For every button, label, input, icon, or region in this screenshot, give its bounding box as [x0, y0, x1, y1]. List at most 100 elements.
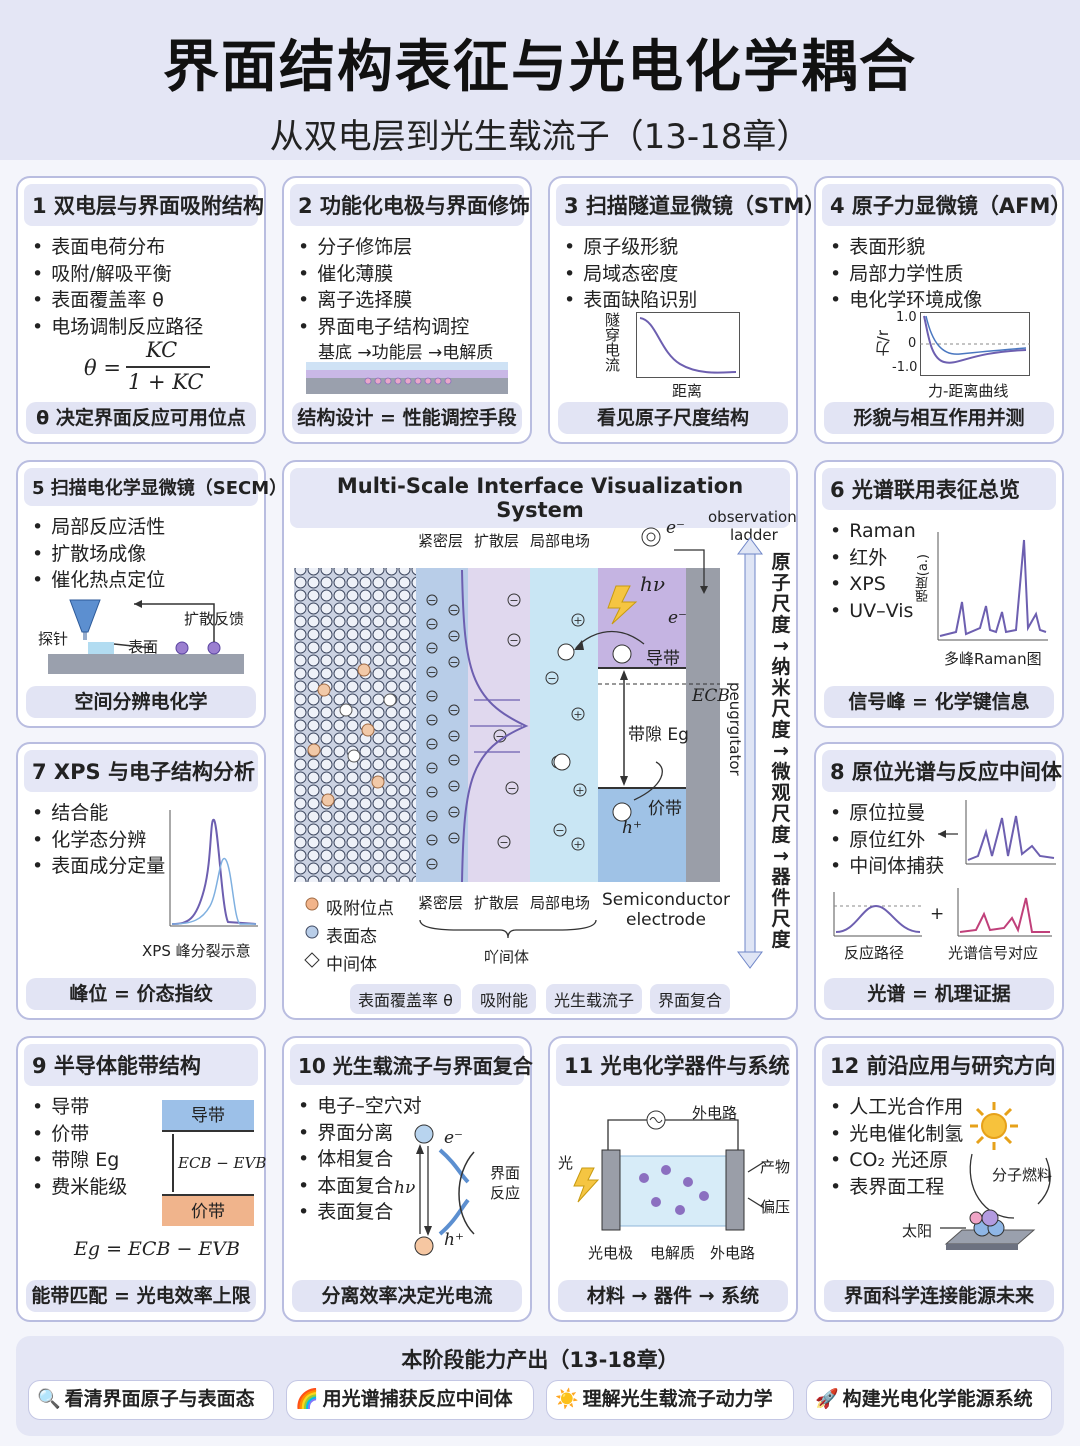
svg-text:−: − — [509, 634, 518, 647]
list-item: 人工光合作用 — [830, 1094, 1052, 1121]
catalyst-surface — [940, 1209, 1036, 1250]
fraction-bar — [126, 366, 210, 368]
list-item: 化学态分辨 — [32, 827, 254, 854]
card-title: 3 扫描隧道显微镜（STM） — [556, 184, 825, 226]
bullet-list: 分子修饰层 催化薄膜 离子选择膜 界面电子结构调控 — [284, 226, 530, 340]
list-item: 中间体捕获 — [830, 853, 1052, 880]
chip-photocarrier: 光生载流子 — [546, 984, 643, 1014]
card-secm: 5 扫描电化学显微镜（SECM） 局部反应活性 扩散场成像 催化热点定位 探针 … — [16, 460, 287, 728]
list-item: 导带 — [32, 1094, 254, 1121]
card-title: 12 前沿应用与研究方向 — [822, 1044, 1056, 1086]
ladder-label: ladder — [730, 526, 778, 544]
observation-label: observation — [708, 508, 797, 526]
card-footer: 界面科学连接能源未来 — [824, 1280, 1054, 1312]
list-item: 催化热点定位 — [32, 567, 254, 594]
card-title: 8 原位光谱与反应中间体 — [822, 750, 1062, 792]
list-item: 电化学环境成像 — [830, 287, 1052, 314]
list-item: 局部反应活性 — [32, 514, 254, 541]
card-spectroscopy: 6 光谱联用表征总览 Raman 红外 XPS UV–Vis 强度(a.) 多峰… — [814, 460, 1064, 728]
electrolyte-layer — [306, 362, 508, 370]
light-label: 光 — [558, 1154, 574, 1172]
bullet-list: 表面形貌 局部力学性质 电化学环境成像 — [816, 226, 1062, 314]
layer-label-field: 局部电场 — [530, 532, 591, 550]
circuit-label: 外电路 — [692, 1104, 738, 1122]
list-item: 红外 — [830, 545, 1052, 572]
card-title: 2 功能化电极与界面修饰 — [290, 184, 530, 226]
interface-reaction-line1: 界面 — [490, 1164, 521, 1182]
list-item: 表面复合 — [298, 1199, 520, 1226]
card-footer: θ 决定界面反应可用位点 — [26, 402, 256, 434]
summary-title: 本阶段能力产出（13-18章） — [401, 1348, 679, 1372]
list-item: 体相复合 — [298, 1146, 520, 1173]
reaction-path-label: 反应路径 — [844, 944, 905, 962]
svg-text:+: + — [573, 614, 582, 627]
valence-band-box: 价带 — [162, 1194, 254, 1226]
card-double-layer: 1 双电层与界面吸附结构 表面电荷分布 吸附/解吸平衡 表面覆盖率 θ 电场调制… — [16, 176, 266, 444]
molecule-dots — [364, 377, 452, 385]
valence-band-label: 价带 — [648, 799, 682, 819]
afm-force-curve — [920, 312, 1030, 376]
bottom-layer-field: 局部电场 — [530, 894, 591, 912]
svg-text:−: − — [507, 782, 516, 795]
card-footer: 形貌与相互作用并测 — [824, 402, 1054, 434]
capability-label: 构建光电化学能源系统 — [842, 1388, 1033, 1410]
card-title: 6 光谱联用表征总览 — [822, 468, 1056, 510]
svg-text:−: − — [547, 672, 556, 685]
card-xps: 7 XPS 与电子结构分析 结合能 化学态分辨 表面成分定量 XPS 峰分裂示意… — [16, 742, 266, 1020]
afm-caption: 力-距离曲线 — [928, 382, 1009, 400]
list-item: 表界面工程 — [830, 1174, 1052, 1201]
legend-adsorption: 吸附位点 — [326, 899, 394, 919]
svg-text:−: − — [449, 604, 458, 617]
cycle-arrows — [969, 1153, 1051, 1219]
layer-label-compact: 紧密层 — [418, 532, 464, 550]
card-afm: 4 原子力显微镜（AFM） 表面形貌 局部力学性质 电化学环境成像 力/r 1.… — [814, 176, 1071, 444]
list-item: 本面复合 — [298, 1173, 520, 1200]
secm-diagram — [48, 599, 244, 674]
bandgap-label: 带隙 Eg — [628, 725, 689, 745]
card-functional-electrode: 2 功能化电极与界面修饰 分子修饰层 催化薄膜 离子选择膜 界面电子结构调控 基… — [282, 176, 532, 444]
card-footer: 材料 → 器件 → 系统 — [558, 1280, 788, 1312]
afm-y-label: 力/r — [874, 330, 892, 357]
interface-reaction-line2: 反应 — [490, 1184, 521, 1202]
page-header: 界面结构表征与光电化学耦合 从双电层到光生载流子（13-18章） — [0, 0, 1080, 160]
stm-x-label: 距离 — [672, 382, 703, 400]
bottom-layer-compact: 紧密层 — [418, 894, 464, 912]
chip-recombination: 界面复合 — [650, 984, 731, 1014]
brace-label: 吖间体 — [484, 948, 530, 966]
list-item: CO₂ 光还原 — [830, 1147, 1052, 1174]
svg-text:−: − — [427, 618, 436, 631]
list-item: 扩散场成像 — [32, 541, 254, 568]
list-item: 光电催化制氢 — [830, 1121, 1052, 1148]
center-title: Multi-Scale Interface Visualization Syst… — [290, 468, 790, 528]
electrode-label: electrode — [626, 910, 706, 930]
list-item: 界面分离 — [298, 1120, 520, 1147]
device-diagram — [573, 1110, 765, 1231]
card-footer: 分离效率决定光电流 — [292, 1280, 522, 1312]
top-electron-label: e⁻ — [666, 518, 686, 538]
svg-text:−: − — [427, 762, 436, 775]
card-footer: 信号峰 = 化学键信息 — [824, 686, 1054, 718]
list-item: 原子级形貌 — [564, 234, 786, 261]
scale-ladder-arrow — [737, 537, 763, 969]
rainbow-icon: 🌈 — [295, 1388, 319, 1410]
sun-small-icon: ☀️ — [555, 1388, 579, 1410]
capability-chip-dynamics: ☀️理解光生载流子动力学 — [546, 1380, 794, 1420]
capability-summary-bar: 本阶段能力产出（13-18章） 🔍看清界面原子与表面态 🌈用光谱捕获反应中间体 … — [16, 1336, 1064, 1436]
list-item: 原位红外 — [830, 827, 1052, 854]
svg-text:−: − — [427, 666, 436, 679]
svg-text:−: − — [449, 780, 458, 793]
list-item: 表面覆盖率 θ — [32, 287, 254, 314]
semiconductor-label: Semiconductor — [602, 890, 731, 910]
list-item: 表面形貌 — [830, 234, 1052, 261]
svg-text:+: + — [573, 708, 582, 721]
electron-label: e⁻ — [444, 1128, 464, 1148]
raman-spectrum — [937, 532, 1048, 641]
svg-text:−: − — [427, 834, 436, 847]
list-item: UV–Vis — [830, 598, 1052, 625]
list-item: 表面缺陷识别 — [564, 287, 786, 314]
bottom-brace — [419, 919, 597, 939]
external-circuit-label: 外电路 — [710, 1244, 756, 1262]
bottom-layer-diffuse: 扩散层 — [474, 894, 520, 912]
card-devices: 11 光电化学器件与系统 外电路 光 产物 偏压 光电极 电解质 外电路 材料 … — [548, 1036, 798, 1322]
list-item: Raman — [830, 518, 1052, 545]
